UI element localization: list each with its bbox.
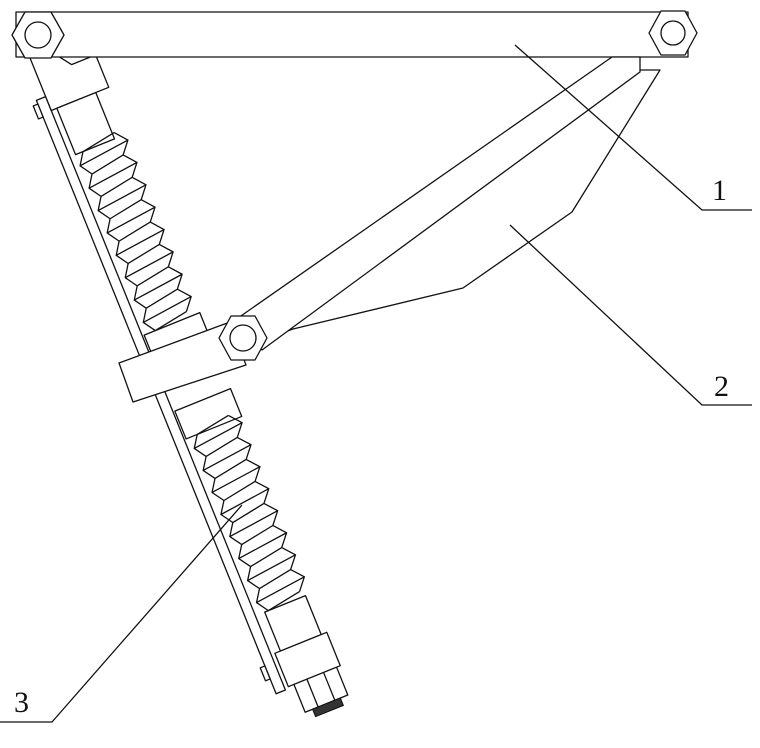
thread-end: [311, 697, 345, 718]
upper-bellows: [79, 132, 192, 332]
upper-cylinder: [56, 91, 116, 156]
leader-line-3: [0, 504, 243, 723]
leader-line-2: [509, 224, 752, 406]
lower-bellows: [193, 414, 306, 612]
top-bar-part-1: [15, 11, 689, 58]
slider-clamp: [118, 321, 247, 403]
pivot-middle: [218, 315, 268, 361]
pivot-top-left: [11, 11, 65, 59]
label-part-2: 2: [714, 370, 729, 403]
label-part-3: 3: [14, 686, 29, 719]
guide-rail: [35, 95, 287, 695]
bellows-fold: [193, 414, 306, 612]
lower-collar: [174, 387, 243, 440]
leader-line-1: [514, 44, 752, 211]
rail-tab-bottom: [259, 665, 271, 682]
rail-tab-top: [32, 103, 44, 120]
label-part-1: 1: [712, 174, 727, 207]
bellows-fold: [79, 132, 192, 332]
screw-assembly-part-3: [18, 31, 349, 718]
arm-part-2: [237, 56, 661, 351]
pivot-top-right: [648, 10, 698, 56]
arm-bar: [237, 56, 641, 351]
